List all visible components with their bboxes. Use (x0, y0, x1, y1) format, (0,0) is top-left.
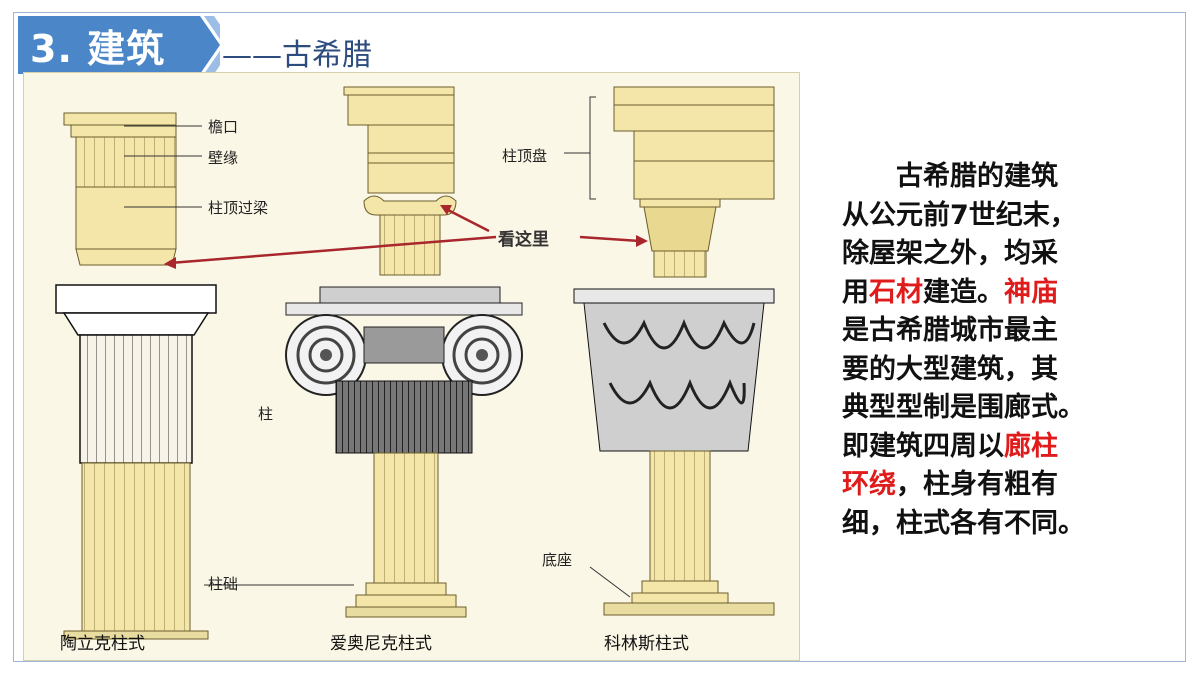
highlight-surround: 环绕 (842, 469, 896, 500)
ionic-column (204, 86, 523, 618)
description-line: 细，柱式各有不同。 (842, 507, 1085, 539)
doric-column (55, 112, 217, 640)
description-text: 古希腊的建筑 从公元前7世纪末， 除屋架之外，均采 用石材建造。神庙 是古希腊城… (842, 158, 1172, 543)
description-text-span: ，柱身有粗有 (896, 469, 1058, 500)
label-stylobate: 柱础 (208, 575, 239, 593)
section-subtitle: ——古希腊 (222, 38, 372, 73)
description-line: 环绕，柱身有粗有 (842, 466, 1172, 505)
highlight-stone: 石材 (869, 276, 923, 308)
section-title: 3. 建筑 (30, 27, 166, 71)
label-cornice: 檐口 (208, 118, 239, 136)
highlight-temple: 神庙 (1004, 276, 1058, 308)
corinthian-column (564, 86, 775, 616)
description-text-span: 即建筑四周以 (842, 430, 1004, 462)
label-plinth: 底座 (542, 551, 573, 569)
caption-doric: 陶立克柱式 (60, 634, 145, 654)
description-line: 用石材建造。神庙 (842, 274, 1172, 313)
label-architrave: 柱顶过梁 (208, 199, 269, 217)
description-text-span: 建造。 (923, 276, 1004, 308)
highlight-colonnade: 廊柱 (1004, 430, 1058, 462)
caption-ionic: 爱奥尼克柱式 (330, 634, 432, 654)
label-column-partial: 柱 (258, 405, 274, 423)
label-frieze: 壁缘 (208, 149, 239, 167)
description-line: 典型型制是围廊式。 (842, 392, 1085, 423)
description-line: 要的大型建筑，其 (842, 353, 1058, 385)
description-line: 即建筑四周以廊柱 (842, 428, 1172, 467)
description-line: 除屋架之外，均采 (842, 238, 1058, 269)
caption-corinthian: 科林斯柱式 (604, 634, 689, 654)
columns-figure: 檐口 壁缘 柱顶过梁 柱顶盘 看这里 柱 柱础 底座 陶立克柱式 爱奥尼克柱式 … (23, 72, 800, 661)
section-title-badge (18, 16, 220, 74)
slide-frame (13, 12, 1186, 662)
description-line: 古希腊的建筑 (896, 161, 1058, 192)
columns-illustration (55, 86, 775, 640)
look-here-arrows (164, 205, 648, 269)
description-line: 从公元前7世纪末， (842, 199, 1077, 231)
label-look-here: 看这里 (498, 230, 549, 250)
label-entablature: 柱顶盘 (502, 147, 548, 165)
description-line: 是古希腊城市最主 (842, 315, 1058, 346)
description-text-span: 用 (842, 276, 869, 308)
